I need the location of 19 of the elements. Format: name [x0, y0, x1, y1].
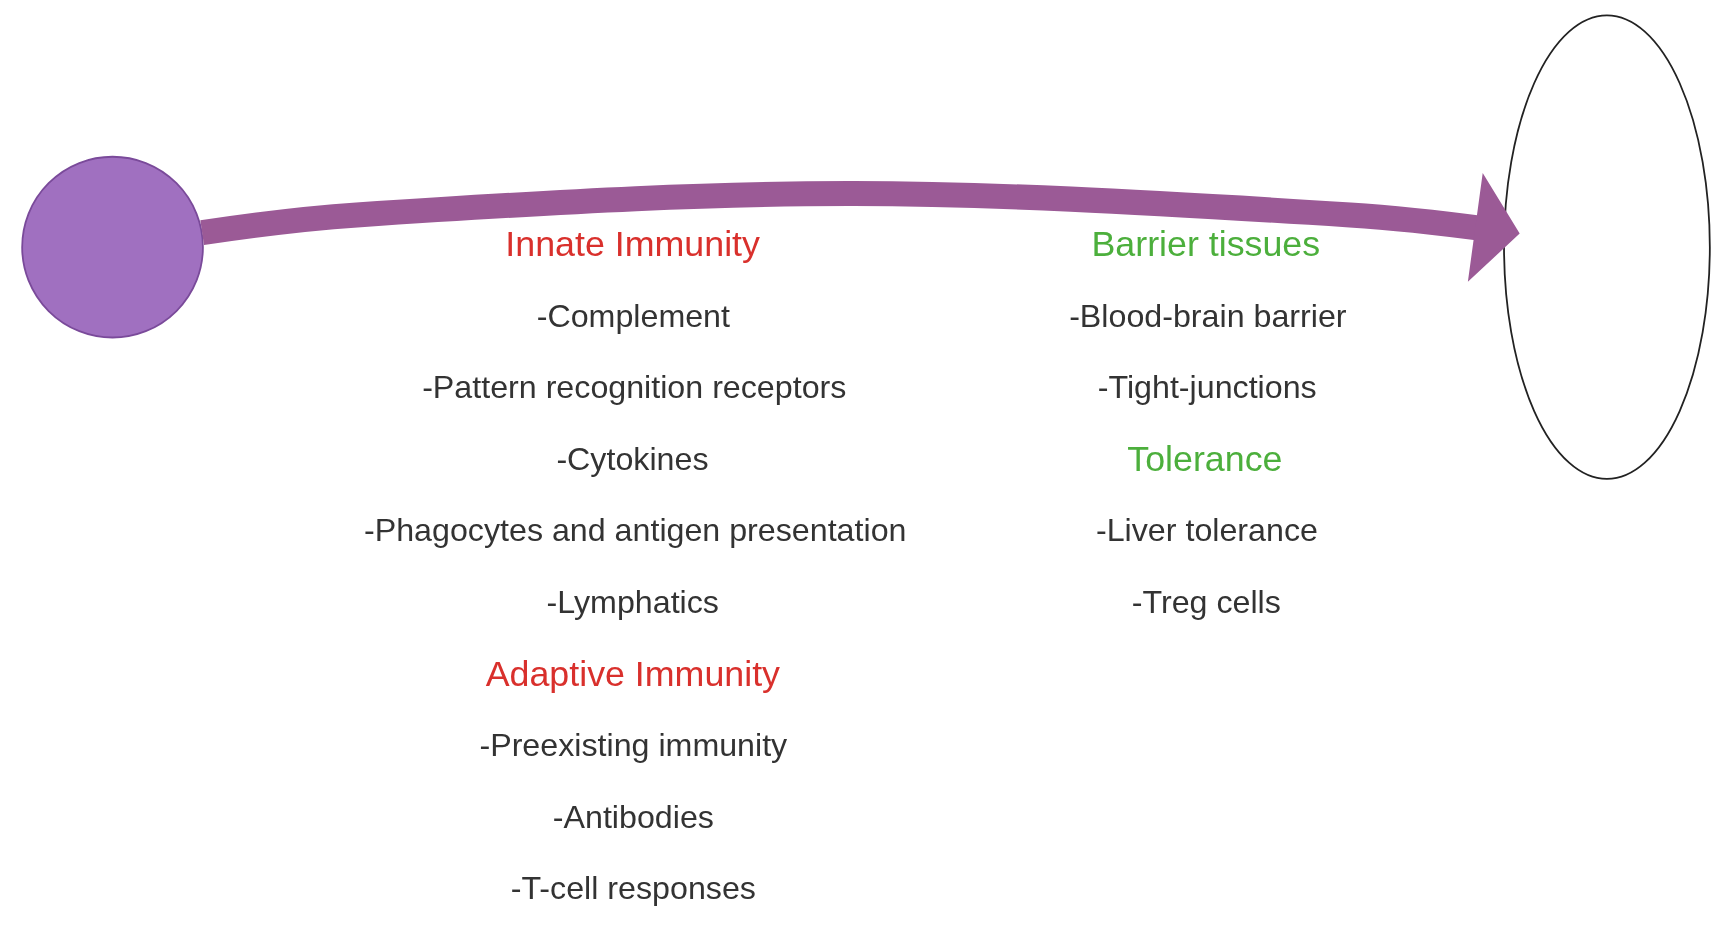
- label: Adaptive Immunity: [485, 653, 781, 694]
- label: -Cytokines: [556, 440, 709, 477]
- label: -Treg cells: [1131, 583, 1281, 620]
- node-person: [1503, 14, 1711, 480]
- label: -Tight-junctions: [1097, 369, 1317, 406]
- node-circle: [21, 155, 204, 339]
- label: Barrier tissues: [1091, 224, 1321, 265]
- label: Tolerance: [1127, 438, 1283, 479]
- label: -Liver tolerance: [1095, 512, 1318, 549]
- label: -Antibodies: [552, 798, 714, 835]
- label: -Phagocytes and antigen presentation: [363, 512, 907, 549]
- label: -Complement: [536, 297, 730, 334]
- label: -Lymphatics: [546, 583, 719, 620]
- label: -T-cell responses: [510, 870, 756, 907]
- label: -Preexisting immunity: [479, 727, 788, 764]
- label: -Pattern recognition receptors: [422, 369, 847, 406]
- label: -Blood-brain barrier: [1069, 297, 1347, 334]
- arrow: [200, 173, 1520, 282]
- label: Innate Immunity: [505, 224, 760, 265]
